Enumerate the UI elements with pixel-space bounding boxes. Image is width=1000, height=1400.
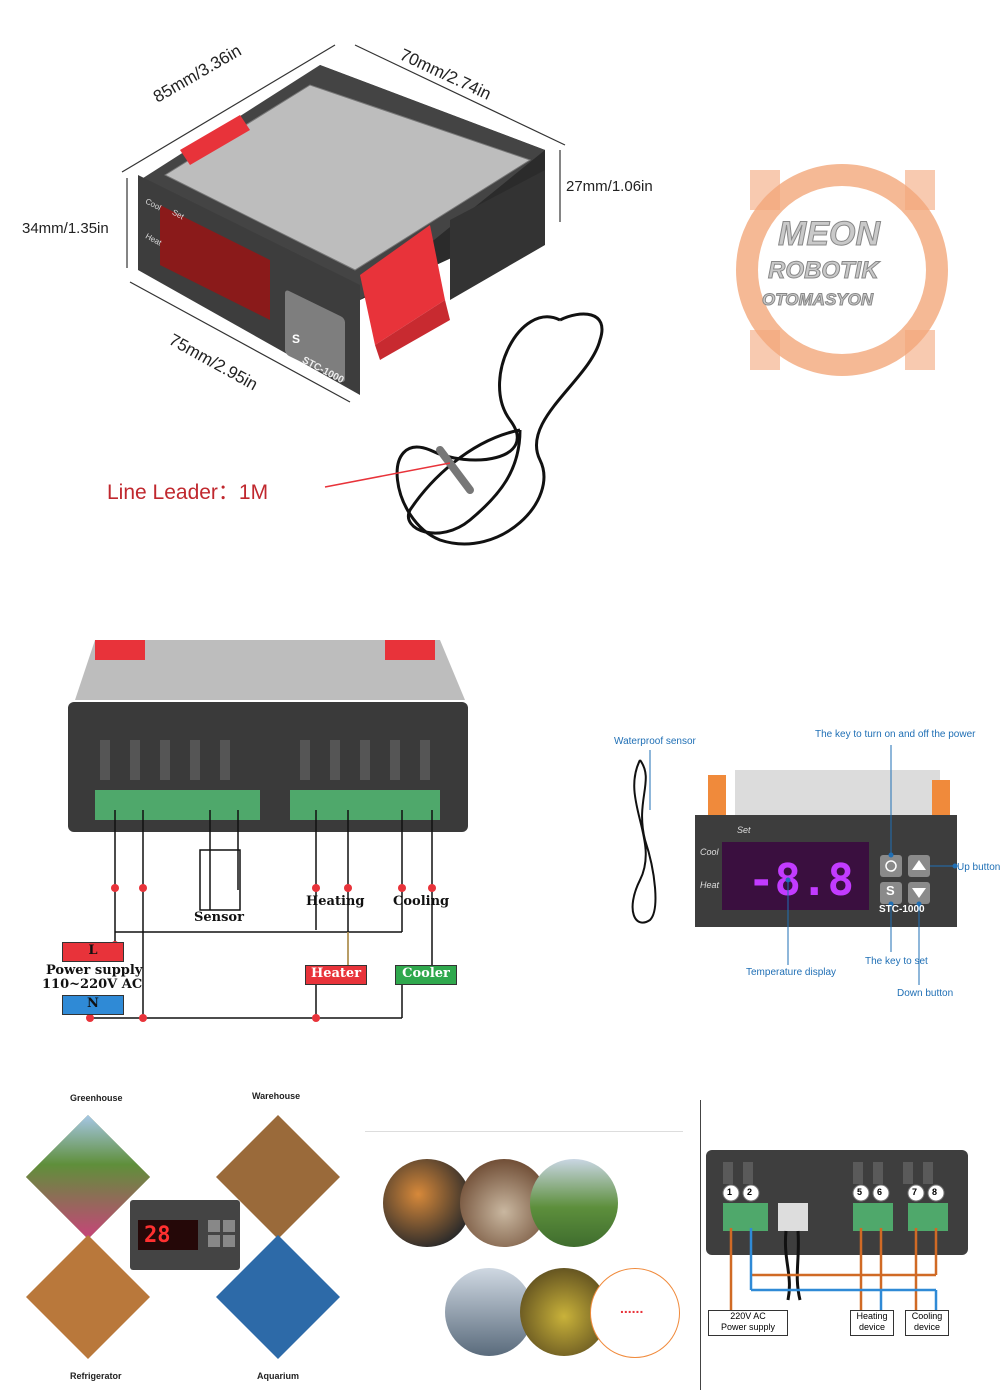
heating-box-line-1: Heating <box>856 1311 888 1321</box>
warehouse-circle <box>445 1268 533 1356</box>
terminal-number-6: 6 <box>877 1187 883 1197</box>
terminal-number-1: 1 <box>727 1187 733 1197</box>
back-height-dimension: 27mm/1.06in <box>566 178 653 195</box>
dimension-diagram: 85mm/3.36in 70mm/2.74in 34mm/1.35in 27mm… <box>0 0 1000 580</box>
neutral-terminal-tag: N <box>62 995 124 1015</box>
cooling-box-line-1: Cooling <box>911 1311 943 1321</box>
divider-line <box>365 1131 683 1132</box>
terminal-number-8: 8 <box>932 1187 938 1197</box>
front-panel-diagram: -8.8 Waterproof sensor The key to turn o… <box>600 720 1000 1010</box>
wiring-diagram: Sensor Heating Cooling L Power supply 11… <box>0 620 500 1030</box>
front-set-label: Set <box>737 825 751 835</box>
watermark-line-1: MEON <box>778 215 881 254</box>
live-terminal-tag: L <box>62 942 124 962</box>
waterproof-sensor-label: Waterproof sensor <box>614 736 696 747</box>
line-leader-label: Line Leader：1M <box>107 481 269 504</box>
set-key-label: The key to set <box>865 956 928 967</box>
device-s-key: S <box>292 332 301 346</box>
power-key-label: The key to turn on and off the power <box>815 729 976 740</box>
warehouse-label: Warehouse <box>252 1091 301 1101</box>
power-supply-label: Power supply <box>46 963 143 978</box>
more-ellipsis: ...... <box>620 1300 644 1316</box>
cooling-device-box: Cooling device <box>905 1310 949 1336</box>
front-heat-label: Heat <box>700 880 720 890</box>
thermostat-drawing <box>121 44 604 546</box>
terminal-wiring: 1 2 5 6 7 8 220V AC Power supply Heating… <box>698 1100 1000 1400</box>
more-circle <box>590 1268 680 1358</box>
sensor-label: Sensor <box>194 910 244 925</box>
greenhouse-circle <box>530 1159 618 1247</box>
terminal-number-2: 2 <box>747 1187 753 1197</box>
aquarium-label: Aquarium <box>257 1371 300 1381</box>
power-voltage-label: 110~220V AC <box>42 977 143 992</box>
vertical-divider <box>700 1100 701 1390</box>
power-box-line-1: 220V AC <box>730 1311 766 1321</box>
front-s-key: S <box>886 883 895 898</box>
cooler-tag: Cooler <box>395 965 457 985</box>
watermark-line-2: ROBOTIK <box>768 257 880 285</box>
up-button-label: Up button <box>957 862 1000 873</box>
heater-tag: Heater <box>305 965 367 985</box>
heating-label: Heating <box>306 894 365 909</box>
greenhouse-label: Greenhouse <box>70 1093 123 1103</box>
heating-box-line-2: device <box>858 1322 885 1332</box>
power-box-line-2: Power supply <box>720 1322 776 1332</box>
front-model-label: STC-1000 <box>879 904 925 915</box>
mini-display-value: 28 <box>144 1223 171 1248</box>
temperature-display-label: Temperature display <box>746 967 837 978</box>
applications-collage: 28 Greenhouse Warehouse Refrigerator Aqu… <box>20 1085 350 1390</box>
watermark-logo: MEON ROBOTIK OTOMASYON <box>730 160 955 380</box>
down-button-label: Down button <box>897 988 954 999</box>
watermark-line-3: OTOMASYON <box>761 290 874 310</box>
temperature-digits: -8.8 <box>748 855 854 906</box>
cooling-label: Cooling <box>393 894 450 909</box>
terminal-number-7: 7 <box>912 1187 918 1197</box>
front-height-dimension: 34mm/1.35in <box>22 220 109 237</box>
refrigerator-label: Refrigerator <box>70 1371 122 1381</box>
heating-device-box: Heating device <box>850 1310 894 1336</box>
terminal-number-5: 5 <box>857 1187 863 1197</box>
front-cool-label: Cool <box>700 847 719 857</box>
power-supply-box: 220V AC Power supply <box>708 1310 788 1336</box>
cooling-box-line-2: device <box>913 1322 940 1332</box>
use-cases-circles: ...... <box>365 1125 685 1385</box>
aquarium-circle <box>383 1159 471 1247</box>
